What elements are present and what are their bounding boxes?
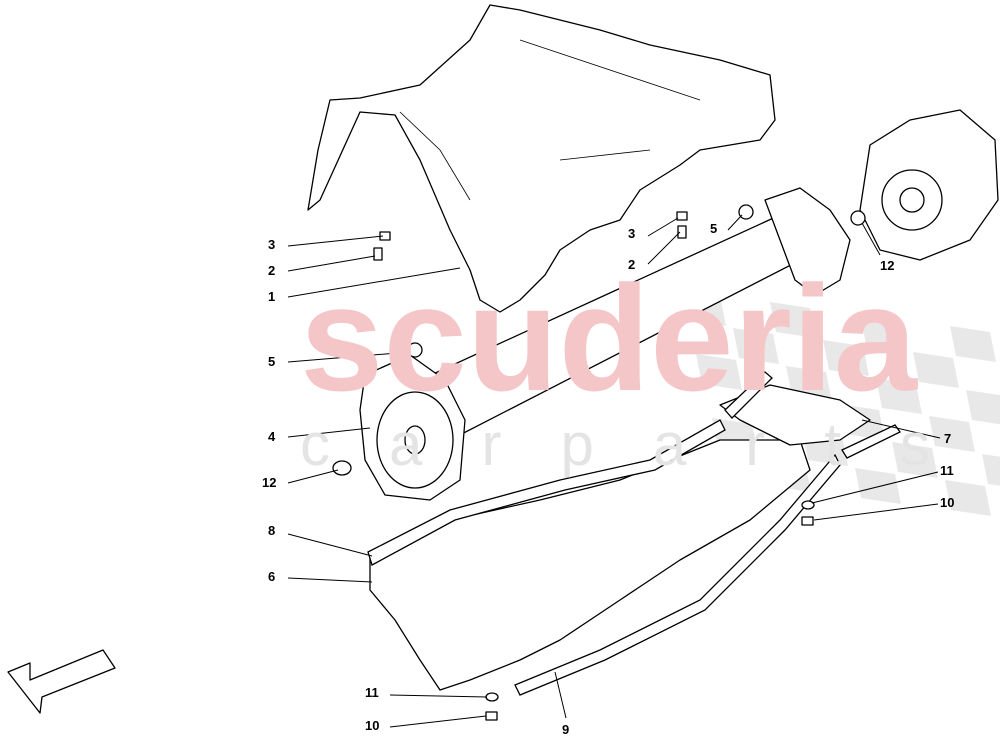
leader-line xyxy=(727,214,743,231)
flag-square xyxy=(950,326,996,362)
gearbox xyxy=(850,109,999,261)
callout-label-upper-heat-shield: 1 xyxy=(268,289,275,304)
flag-square xyxy=(945,480,991,516)
callout-label-bolt-right: 2 xyxy=(628,257,635,272)
leader-line xyxy=(554,671,567,719)
leader-line xyxy=(861,222,881,256)
flag-square xyxy=(876,378,922,414)
callout-label-bushing-front: 5 xyxy=(268,354,275,369)
flag-square xyxy=(696,354,742,390)
leader-line xyxy=(287,427,371,438)
flag-square xyxy=(823,340,869,376)
flag-square xyxy=(770,302,816,338)
flag-square xyxy=(733,328,779,364)
callout-label-seal-strip-right: 9 xyxy=(562,722,569,736)
callout-label-lower-heat-shield: 6 xyxy=(268,569,275,584)
front-direction-arrow xyxy=(7,649,116,714)
leader-line xyxy=(811,471,939,504)
o-ring-rear xyxy=(850,210,866,226)
callout-label-nut-bottom: 10 xyxy=(365,718,379,733)
callout-label-seal-strip-left: 8 xyxy=(268,523,275,538)
upper-heat-shield xyxy=(307,4,776,313)
leader-line xyxy=(647,231,681,265)
leader-line xyxy=(287,235,384,247)
callouts: 3 2 1 5 4 12 8 6 11 10 9 3 2 5 12 7 11 10 xyxy=(262,214,954,736)
leader-line xyxy=(861,419,941,439)
torque-tube xyxy=(359,187,851,501)
flag-square xyxy=(913,352,959,388)
flag-square xyxy=(929,416,975,452)
leader-line xyxy=(813,503,939,521)
callout-label-bushing-rear: 5 xyxy=(710,221,717,236)
leader-line xyxy=(647,217,679,237)
leader-line xyxy=(287,267,461,298)
callout-label-nut-right: 3 xyxy=(628,226,635,241)
leader-line xyxy=(389,694,488,698)
leader-line xyxy=(287,577,373,583)
callout-label-torque-tube: 4 xyxy=(268,429,276,444)
callout-label-rear-heat-shield: 7 xyxy=(944,431,951,446)
callout-label-washer-right: 11 xyxy=(940,463,954,478)
leader-line xyxy=(287,351,411,363)
callout-label-nut-left: 3 xyxy=(268,237,275,252)
callout-label-bolt-left: 2 xyxy=(268,263,275,278)
leader-line xyxy=(287,255,376,272)
fasteners xyxy=(332,204,815,721)
seal-strip-left xyxy=(367,419,726,566)
lower-heat-shield xyxy=(367,371,901,696)
flag-square xyxy=(892,442,938,478)
leader-line xyxy=(389,715,487,728)
rear-heat-shield xyxy=(719,384,871,446)
callout-label-cap-front: 12 xyxy=(262,475,276,490)
callout-label-washer-bottom: 11 xyxy=(365,685,379,700)
callout-label-nut-right-lower: 10 xyxy=(940,495,954,510)
seal-strip-right xyxy=(514,453,841,696)
flag-square xyxy=(855,468,901,504)
leader-line xyxy=(287,469,339,484)
flag-square xyxy=(966,390,1000,425)
flag-square xyxy=(982,454,1000,486)
flag-square xyxy=(860,314,906,350)
callout-label-o-ring-rear: 12 xyxy=(880,258,894,273)
leader-line xyxy=(287,533,373,557)
